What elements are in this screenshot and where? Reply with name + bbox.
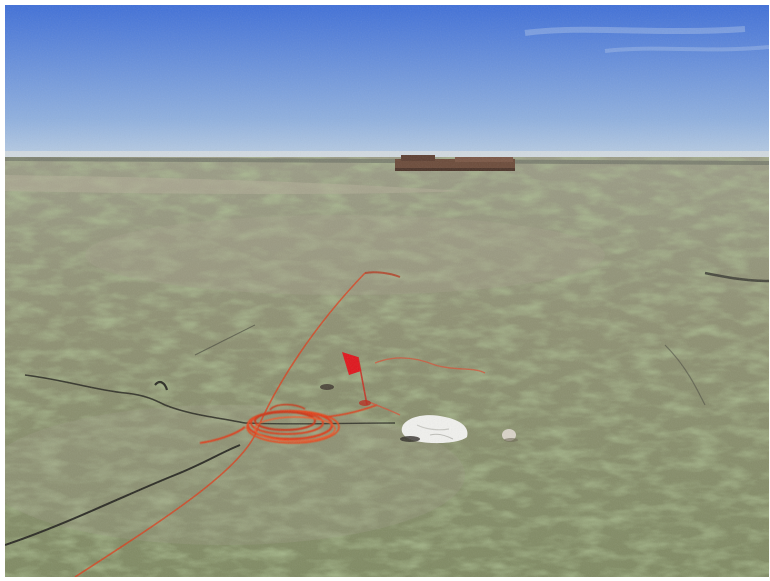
prairie-photo	[5, 5, 769, 577]
photo-grain	[5, 5, 769, 577]
photo-canvas	[5, 5, 769, 577]
